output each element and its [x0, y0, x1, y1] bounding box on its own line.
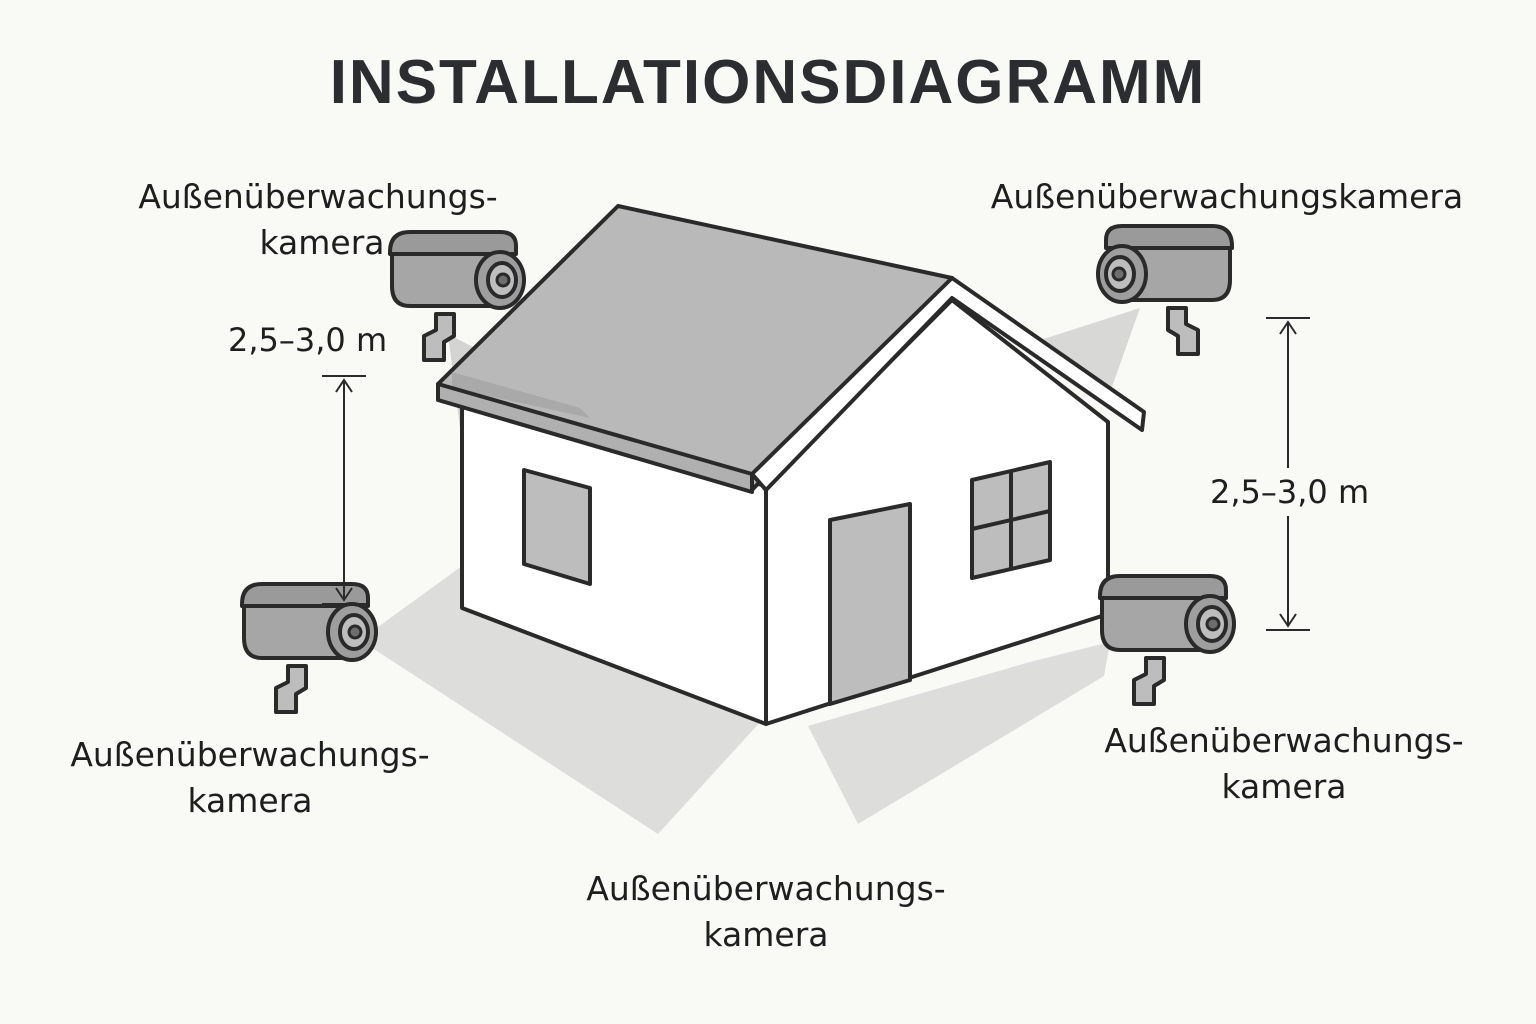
diagram-title: INSTALLATIONSDIAGRAMM — [329, 48, 1207, 117]
roof-fascia-side — [750, 276, 1146, 492]
house-window-left — [522, 468, 592, 586]
roof-fascia-front — [436, 382, 754, 494]
camera-bottom-right-icon — [1098, 574, 1236, 706]
coverage-bottom-left — [360, 566, 762, 834]
house — [436, 204, 1146, 726]
dimension-label-right: 2,5–3,0 m — [1210, 473, 1370, 511]
house-door — [828, 502, 912, 706]
roof-shade — [452, 372, 590, 418]
dimension-line-left — [322, 375, 366, 605]
camera-label-top-left: Außenüberwachungs- kamera — [138, 177, 498, 263]
coverage-top-right — [1028, 308, 1140, 398]
camera-label-bottom-center: Außenüberwachungs- kamera — [586, 869, 946, 955]
dimension-line-right — [1266, 317, 1310, 631]
coverage-bottom-center — [808, 642, 1110, 824]
dimension-label-left: 2,5–3,0 m — [228, 321, 388, 359]
camera-label-bottom-left: Außenüberwachungs- kamera — [70, 735, 430, 821]
camera-label-bottom-right: Außenüberwachungs- kamera — [1104, 721, 1464, 807]
camera-label-top-right: Außenüberwachungskamera — [990, 177, 1464, 216]
